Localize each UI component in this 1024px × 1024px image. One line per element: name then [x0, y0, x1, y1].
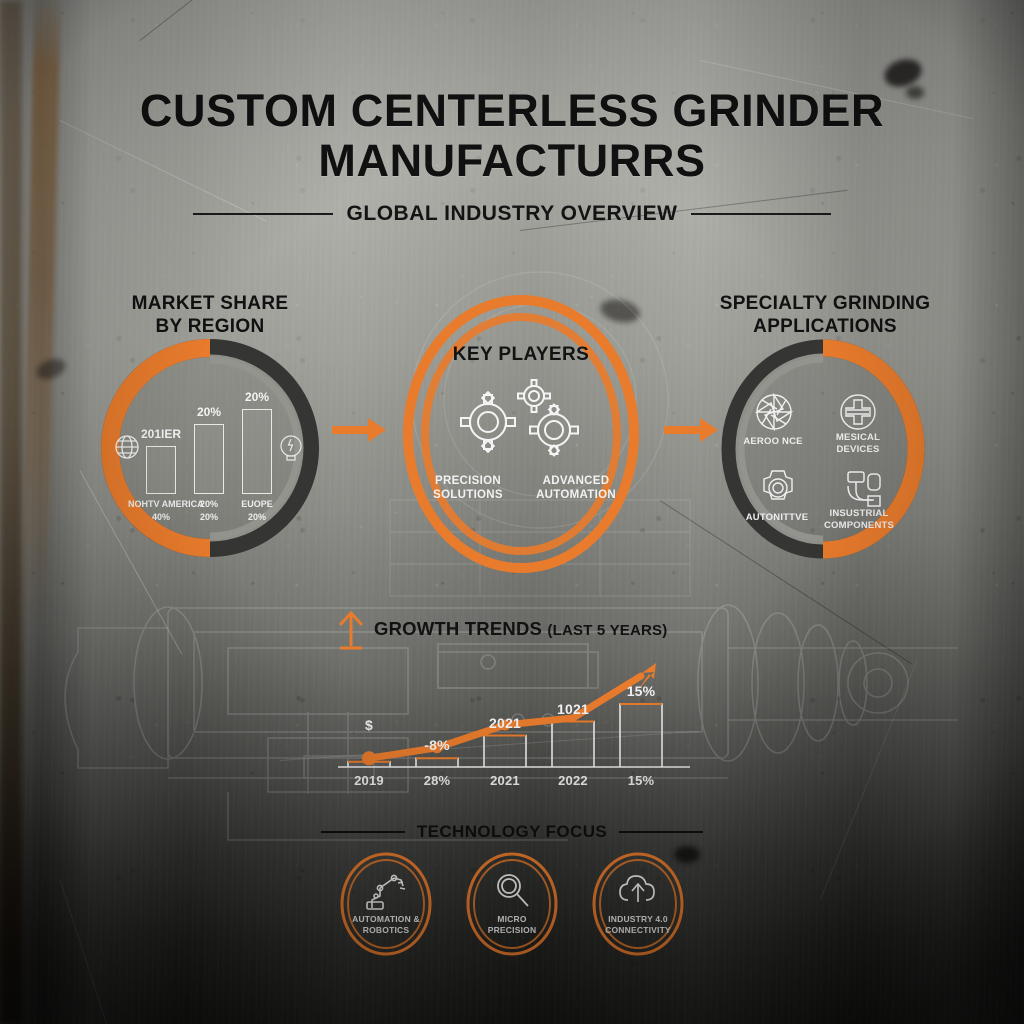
- title-line-1: CUSTOM CENTERLESS GRINDER: [139, 85, 885, 136]
- growth-x-label: 2021: [490, 773, 520, 788]
- market-share-bar: [242, 409, 272, 494]
- application-item-1-line1: MESICAL: [835, 432, 881, 443]
- pipe-fitting-icon: [847, 471, 881, 507]
- growth-bar: [551, 720, 595, 767]
- market-share-bar-top-label: 201IER: [140, 427, 182, 442]
- application-item-3-line2: COMPONENTS: [823, 519, 895, 531]
- application-item-2-line1: AUTONITTVE: [745, 512, 809, 523]
- applications-caption-line1: SPECIALTY GRINDING: [719, 293, 931, 314]
- page-title: CUSTOM CENTERLESS GRINDER MANUFACTURRS: [0, 86, 1024, 186]
- arrow-right-icon-left: [332, 418, 386, 442]
- key-players-item-1-line2: AUTOMATION: [536, 489, 616, 501]
- growth-value-label: 2021: [489, 714, 521, 731]
- page-header: CUSTOM CENTERLESS GRINDER MANUFACTURRS G…: [0, 86, 1024, 226]
- magnifier-icon: [497, 874, 529, 907]
- growth-x-label: 15%: [627, 773, 655, 788]
- title-line-2: MANUFACTURRS: [318, 135, 706, 186]
- applications-caption: SPECIALTY GRINDING APPLICATIONS: [700, 292, 950, 338]
- application-item-3-line1: INSUSTRIAL: [829, 508, 889, 519]
- aperture-turbine-icon: [754, 392, 794, 432]
- growth-bar: [415, 757, 459, 767]
- technology-item-1-line2: PRECISION: [487, 925, 537, 935]
- market-share-bar: [194, 424, 224, 494]
- subtitle-row: GLOBAL INDUSTRY OVERVIEW: [0, 202, 1024, 226]
- technology-focus-section[interactable]: TECHNOLOGY FOCUS AUTOMATIO: [312, 812, 712, 972]
- arrow-right-icon-right: [664, 418, 718, 442]
- technology-item-0[interactable]: AUTOMATION & ROBOTICS: [334, 852, 438, 956]
- application-item-3[interactable]: INSUSTRIAL COMPONENTS: [816, 508, 902, 531]
- key-players-item-1[interactable]: ADVANCED AUTOMATION: [528, 474, 624, 502]
- application-item-0[interactable]: AEROO NCE: [730, 436, 816, 448]
- technology-item-2-label: INDUSTRY 4.0 CONNECTIVITY: [586, 914, 690, 936]
- divider-left: [320, 831, 405, 833]
- growth-trends-chart: [338, 663, 690, 768]
- growth-value-label: 15%: [626, 683, 656, 699]
- market-share-bar-top-label: 20%: [244, 390, 270, 405]
- gear-bearing-icon: [763, 470, 793, 500]
- application-item-1-line2: DEVICES: [836, 443, 880, 455]
- divider-right: [619, 831, 704, 833]
- growth-value-label: 1021: [557, 700, 589, 717]
- market-share-caption: MARKET SHARE BY REGION: [98, 292, 322, 338]
- growth-value-label: $: [365, 717, 373, 733]
- application-item-2[interactable]: AUTONITTVE: [734, 512, 820, 524]
- key-players-item-0[interactable]: PRECISION SOLUTIONS: [424, 474, 512, 502]
- market-share-bar: [146, 446, 176, 494]
- growth-value-label: -8%: [424, 737, 450, 754]
- application-item-0-line1: AEROO NCE: [743, 436, 803, 447]
- market-share-bar-top-label: 20%: [196, 405, 222, 420]
- technology-item-2-line2: CONNECTIVITY: [605, 925, 671, 935]
- technology-item-1-line1: MICRO: [497, 914, 527, 924]
- robot-arm-icon: [366, 874, 406, 910]
- market-share-caption-line1: MARKET SHARE: [131, 293, 289, 314]
- key-players-item-0-line1: PRECISION: [435, 475, 501, 487]
- growth-x-label: 2022: [558, 773, 588, 788]
- gears-icon: [460, 379, 579, 457]
- technology-item-2[interactable]: INDUSTRY 4.0 CONNECTIVITY: [586, 852, 690, 956]
- medical-cross-icon: [840, 394, 876, 430]
- technology-focus-header: TECHNOLOGY FOCUS: [312, 822, 712, 842]
- application-item-1[interactable]: MESICAL DEVICES: [815, 432, 901, 455]
- page-subtitle: GLOBAL INDUSTRY OVERVIEW: [346, 202, 678, 225]
- key-players-item-1-line1: ADVANCED: [542, 475, 610, 487]
- market-share-caption-line2: BY REGION: [155, 316, 265, 337]
- technology-item-0-line1: AUTOMATION &: [352, 914, 420, 924]
- technology-item-2-line1: INDUSTRY 4.0: [608, 914, 668, 924]
- divider-left: [192, 213, 333, 215]
- key-players-item-0-line2: SOLUTIONS: [433, 489, 503, 501]
- technology-focus-title: TECHNOLOGY FOCUS: [416, 822, 608, 841]
- key-players-title: KEY PLAYERS: [452, 344, 590, 365]
- technology-item-0-label: AUTOMATION & ROBOTICS: [334, 914, 438, 936]
- growth-x-label: 2019: [354, 773, 384, 788]
- technology-item-1-label: MICRO PRECISION: [460, 914, 564, 936]
- growth-bar: [619, 703, 663, 767]
- technology-item-1[interactable]: MICRO PRECISION: [460, 852, 564, 956]
- applications-panel[interactable]: AEROO NCE MESICAL DEVICES AUTONITTVE INS…: [720, 336, 926, 562]
- growth-x-label: 28%: [423, 773, 451, 788]
- growth-bar: [483, 734, 527, 767]
- applications-caption-line2: APPLICATIONS: [753, 316, 897, 337]
- cloud-upload-icon: [619, 875, 655, 902]
- key-players-panel[interactable]: KEY PLAYERS: [396, 288, 646, 580]
- technology-item-0-line2: ROBOTICS: [362, 925, 410, 935]
- divider-right: [691, 213, 832, 215]
- growth-line-point: [362, 751, 376, 766]
